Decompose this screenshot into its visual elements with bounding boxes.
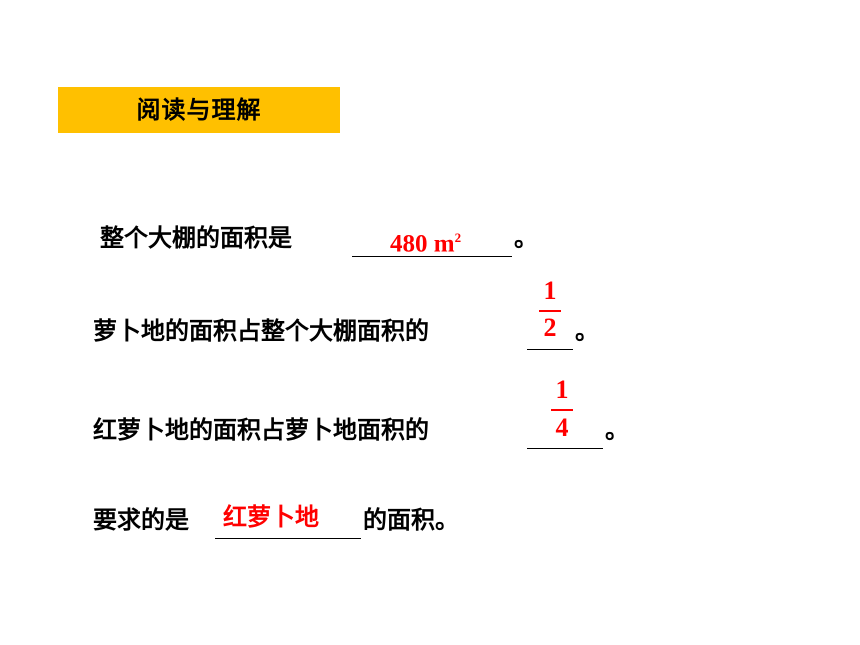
line-2-end: 。	[575, 316, 599, 345]
line-1-end: 。	[514, 223, 538, 252]
line-4-answer: 红萝卜地	[223, 502, 319, 531]
question-line-2: 萝卜地的面积占整个大棚面积的 。	[93, 313, 633, 350]
fraction-2-bar	[551, 409, 573, 411]
fraction-2-numerator: 1	[555, 375, 569, 404]
fraction-2-denominator: 4	[555, 413, 569, 442]
line-1-answer: 480 m2	[390, 230, 462, 258]
question-line-3: 红萝卜地的面积占萝卜地面积的 。	[93, 412, 653, 449]
line-3-end: 。	[605, 415, 629, 444]
line-4-blank	[215, 502, 361, 539]
line-1-blank	[352, 220, 512, 257]
line-1-text: 整个大棚的面积是	[100, 223, 292, 252]
line-2-text: 萝卜地的面积占整个大棚面积的	[93, 316, 429, 345]
page-title: 阅读与理解	[136, 95, 262, 124]
line-2-blank	[527, 313, 573, 350]
fraction-1-bar	[539, 310, 561, 312]
title-banner: 阅读与理解	[58, 87, 340, 133]
line-3-blank	[527, 412, 603, 449]
line-4-end: 的面积。	[363, 505, 459, 534]
question-line-1: 整个大棚的面积是 480 m2 。	[100, 220, 560, 257]
question-line-4: 要求的是 红萝卜地 的面积。	[93, 502, 513, 539]
line-3-text: 红萝卜地的面积占萝卜地面积的	[93, 415, 429, 444]
fraction-1-denominator: 2	[543, 313, 557, 342]
fraction-1-numerator: 1	[543, 276, 557, 305]
line-4-text: 要求的是	[93, 505, 189, 534]
